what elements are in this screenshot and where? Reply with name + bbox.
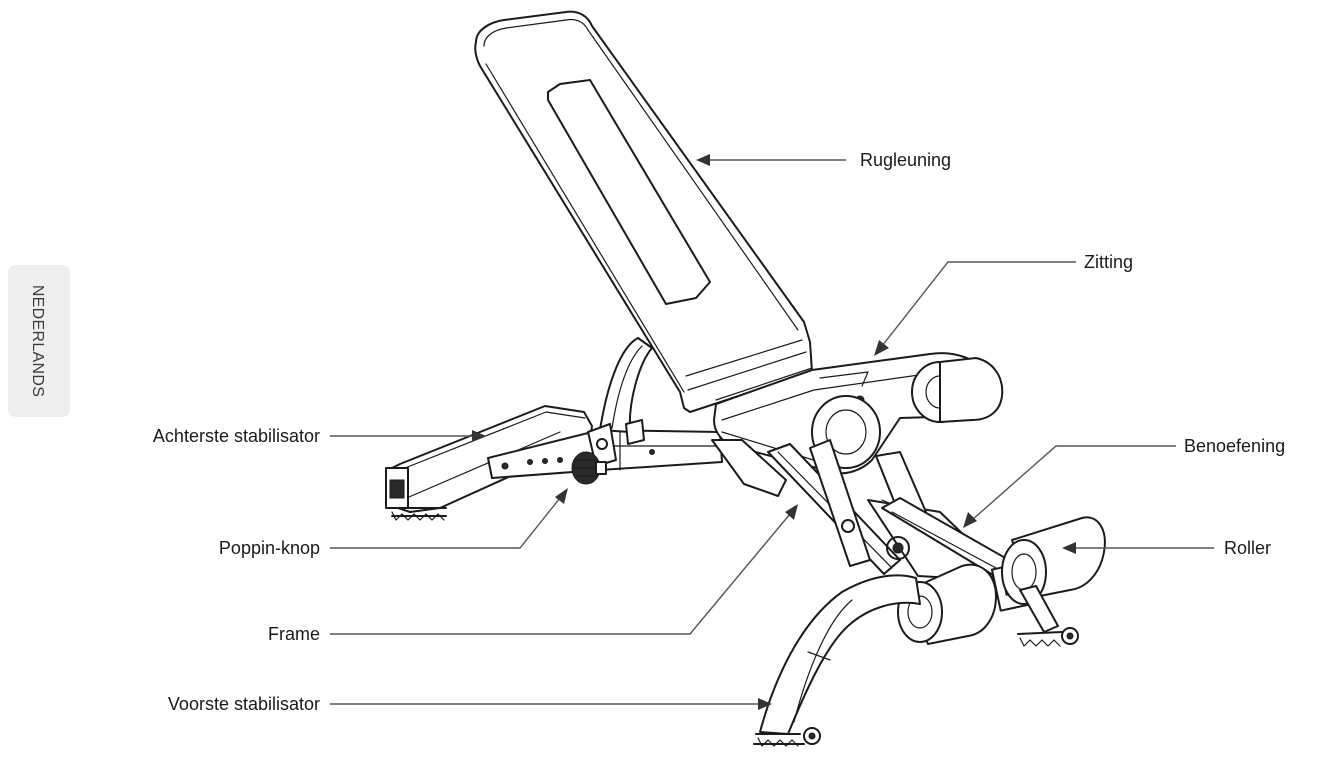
- bench-illustration: [385, 10, 1106, 747]
- backrest-part: [474, 10, 813, 413]
- seat-part: [713, 352, 1004, 475]
- front-stabilizer-part: [753, 574, 1079, 747]
- arrowhead-front-stabilizer: [758, 698, 772, 710]
- leader-lines: [330, 154, 1214, 710]
- roller-part: [897, 516, 1106, 645]
- label-exercise: Benoefening: [1184, 436, 1285, 456]
- part-labels: Rugleuning Zitting Achterste stabilisato…: [153, 150, 1285, 714]
- label-frame: Frame: [268, 624, 320, 644]
- label-seat: Zitting: [1084, 252, 1133, 272]
- label-rear-stabilizer: Achterste stabilisator: [153, 426, 320, 446]
- arrowhead-roller: [1062, 542, 1076, 554]
- arrowhead-exercise: [963, 512, 977, 528]
- arrowhead-seat: [874, 340, 889, 356]
- language-tab-label: NEDERLANDS: [29, 285, 46, 397]
- language-tab: NEDERLANDS: [8, 265, 70, 417]
- pop-pin-knob-part: [571, 451, 607, 485]
- label-pop-pin-knob: Poppin-knop: [219, 538, 320, 558]
- label-backrest: Rugleuning: [860, 150, 951, 170]
- language-tab-background: [8, 265, 70, 417]
- arrowhead-pop-pin: [555, 488, 568, 504]
- label-front-stabilizer: Voorste stabilisator: [168, 694, 320, 714]
- arrowhead-rear-stabilizer: [472, 430, 486, 442]
- arrowhead-backrest: [696, 154, 710, 166]
- label-roller: Roller: [1224, 538, 1271, 558]
- arrowhead-frame: [785, 504, 798, 520]
